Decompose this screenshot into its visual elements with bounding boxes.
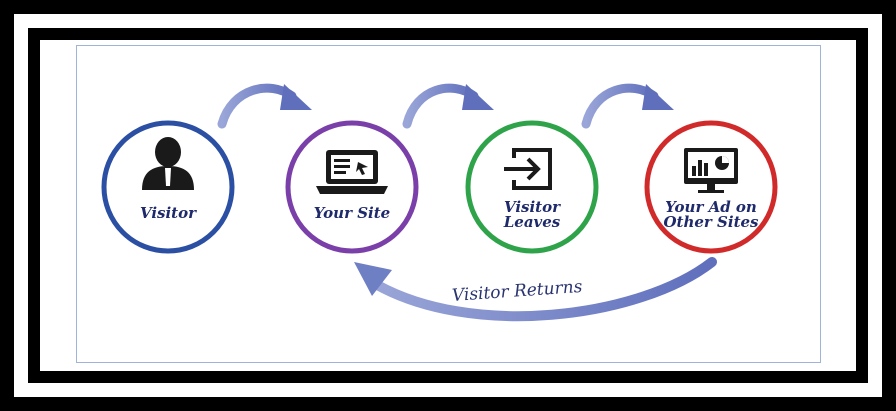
person-icon (142, 137, 194, 190)
node-visitor-label: Visitor (139, 204, 197, 222)
arrow-site-to-leaves (402, 83, 494, 129)
arrow-visitor-returns (354, 257, 717, 322)
laptop-icon (316, 150, 388, 194)
exit-icon (504, 148, 552, 190)
node-your-site-label: Your Site (313, 204, 391, 222)
monitor-chart-icon (684, 148, 738, 193)
node-your-ad-label: Your Ad on Other Sites (663, 198, 759, 231)
arrow-visitor-to-site (217, 83, 312, 129)
node-visitor-leaves-label: Visitor Leaves (503, 198, 561, 231)
arrow-leaves-to-ad (581, 83, 674, 129)
inset-border (76, 45, 821, 363)
